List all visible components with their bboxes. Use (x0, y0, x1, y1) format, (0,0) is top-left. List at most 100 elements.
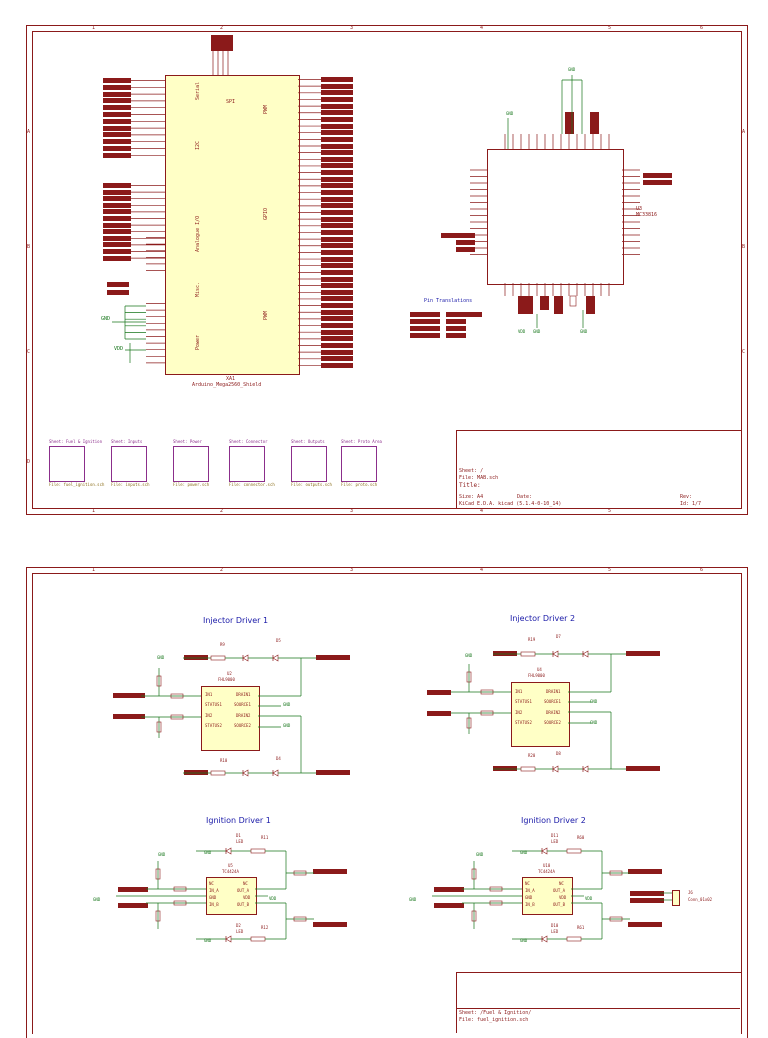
hier-sheet-box[interactable] (49, 446, 85, 482)
pin-translation-row-2-left (410, 319, 440, 324)
u4-pin-source1: SOURCE1 (544, 699, 561, 704)
led-symbol (552, 650, 559, 658)
inj2-mcu-in1-label (427, 690, 451, 695)
title-block-sheet: Sheet: / (459, 468, 484, 474)
u4-injector-driver-body[interactable] (511, 682, 570, 747)
resistor (210, 655, 226, 661)
u4-pin-drain2: DRAIN2 (546, 710, 561, 715)
mcu-right-net-label (321, 309, 353, 315)
schematic-sheet-root: 1 2 3 4 5 6 1 2 3 4 5 A B C D A B C SPI … (0, 20, 768, 516)
mcu-right-net-label (321, 110, 353, 116)
title-block-date: Date: (517, 494, 533, 500)
u2-pin-drain2: DRAIN2 (236, 713, 251, 718)
hier-sheet-box[interactable] (291, 446, 327, 482)
u3-bottom-net-label-4 (554, 296, 563, 314)
mcu-right-net-label (321, 156, 353, 162)
d11-reference: D11 (551, 833, 559, 838)
u2-injector-driver-body[interactable] (201, 686, 260, 751)
ignition-driver-1-title: Ignition Driver 1 (206, 816, 271, 825)
u3-gnd-bottom-right: GND (580, 329, 588, 334)
inj2-mcu-in2-label (427, 711, 451, 716)
resistor (156, 675, 162, 687)
u10-pin-in-a: IN_A (525, 888, 535, 893)
mcu-left-serial-net-label (103, 125, 131, 131)
inj1-12v-bottom-label (184, 770, 208, 775)
hier-sheet-box[interactable] (111, 446, 147, 482)
border-row-c-right: C (742, 349, 746, 355)
mcu-left-serial-net-label (103, 118, 131, 124)
ign2-vdd: VDD (585, 896, 593, 901)
inj1-mcu-in2-label (113, 714, 145, 719)
r19-reference: R19 (528, 637, 536, 642)
u2-pin-source1: SOURCE1 (234, 702, 251, 707)
u3-mc33816-body[interactable] (487, 149, 624, 285)
sheet2-border-col-1: 1 (92, 567, 96, 573)
led-symbol (541, 935, 548, 943)
ign2-out4-label (628, 922, 662, 927)
hier-sheet-name: Sheet: Fuel & Ignition (49, 439, 102, 444)
u5-pin-out-b: OUT_B (237, 902, 250, 907)
mcu-right-net-label (321, 283, 353, 289)
ign2-gnd-d10: GND (520, 938, 528, 943)
mcu-arduino-mega-body[interactable] (165, 75, 300, 375)
diode-symbol (272, 654, 279, 662)
sheet-inner-frame (32, 31, 742, 509)
vdd-power-symbol: VDD (114, 346, 124, 352)
inj2-gnd-top: GND (465, 653, 473, 658)
hier-sheet-box[interactable] (173, 446, 209, 482)
inj2-gnd-source2: GND (590, 720, 598, 725)
hier-sheet-file: File: inputs.sch (111, 482, 150, 487)
u2-pin-source2: SOURCE2 (234, 723, 251, 728)
hier-sheet-box[interactable] (229, 446, 265, 482)
u3-bottom-net-label-1 (518, 296, 527, 314)
u3-top-net-label-1 (565, 112, 574, 134)
mcu-right-net-label (321, 269, 353, 275)
led-symbol (242, 654, 249, 662)
spi-net-label-2 (216, 35, 223, 51)
u5-ignition-driver-body[interactable] (206, 877, 257, 915)
mcu-right-net-label (321, 103, 353, 109)
u10-ignition-driver-body[interactable] (522, 877, 573, 915)
resistor (566, 848, 582, 854)
mcu-right-net-label (321, 362, 353, 368)
mcu-right-net-label (321, 90, 353, 96)
d7-reference: D7 (556, 634, 561, 639)
title-block-id: Id: 1/7 (680, 501, 702, 507)
u4-pin-in2: IN2 (515, 710, 523, 715)
mcu-right-net-label (321, 243, 353, 249)
hier-sheet-file: File: proto.sch (341, 482, 378, 487)
mcu-right-net-label (321, 123, 353, 129)
u5-reference: U5 (228, 863, 233, 868)
ign2-gnd-top: GND (476, 852, 484, 857)
hier-sheet-box[interactable] (341, 446, 377, 482)
u5-pin-in-a: IN_A (209, 888, 219, 893)
mcu-right-net-label (321, 183, 353, 189)
mcu-value: Arduino_Mega2560_Shield (192, 382, 262, 388)
title-block-upper (456, 430, 742, 467)
inj1-gnd-top: GND (157, 655, 165, 660)
u4-pin-drain1: DRAIN1 (546, 689, 561, 694)
pin-translation-row-3-left (410, 326, 440, 331)
mcu-right-net-label (321, 296, 353, 302)
d5-reference: D5 (276, 638, 281, 643)
border-col-1: 1 (92, 25, 96, 31)
u5-pin-gnd: GND (209, 895, 217, 900)
border-col-4: 4 (480, 25, 484, 31)
title-block-rev: Rev: (680, 494, 693, 500)
resistor (155, 910, 161, 922)
border-row-c: C (27, 349, 31, 355)
inj2-12v-bottom-label (493, 766, 517, 771)
mcu-right-net-label (321, 116, 353, 122)
border-row-b-right: B (742, 244, 746, 250)
title-block-kicad: KiCad E.D.A. kicad (5.1.4-0-10_14) (459, 501, 562, 507)
mcu-right-net-label (321, 196, 353, 202)
j6-connector-body[interactable] (672, 890, 680, 906)
d10-led-value: LED (551, 929, 559, 934)
mcu-right-net-label (321, 190, 353, 196)
ign2-out3-label (628, 869, 662, 874)
resistor (489, 886, 503, 892)
ign2-mcu-in-b-label (434, 903, 464, 908)
resistor (471, 868, 477, 880)
spi-section-label: SPI (226, 99, 236, 105)
mcu-right-net-label (321, 343, 353, 348)
